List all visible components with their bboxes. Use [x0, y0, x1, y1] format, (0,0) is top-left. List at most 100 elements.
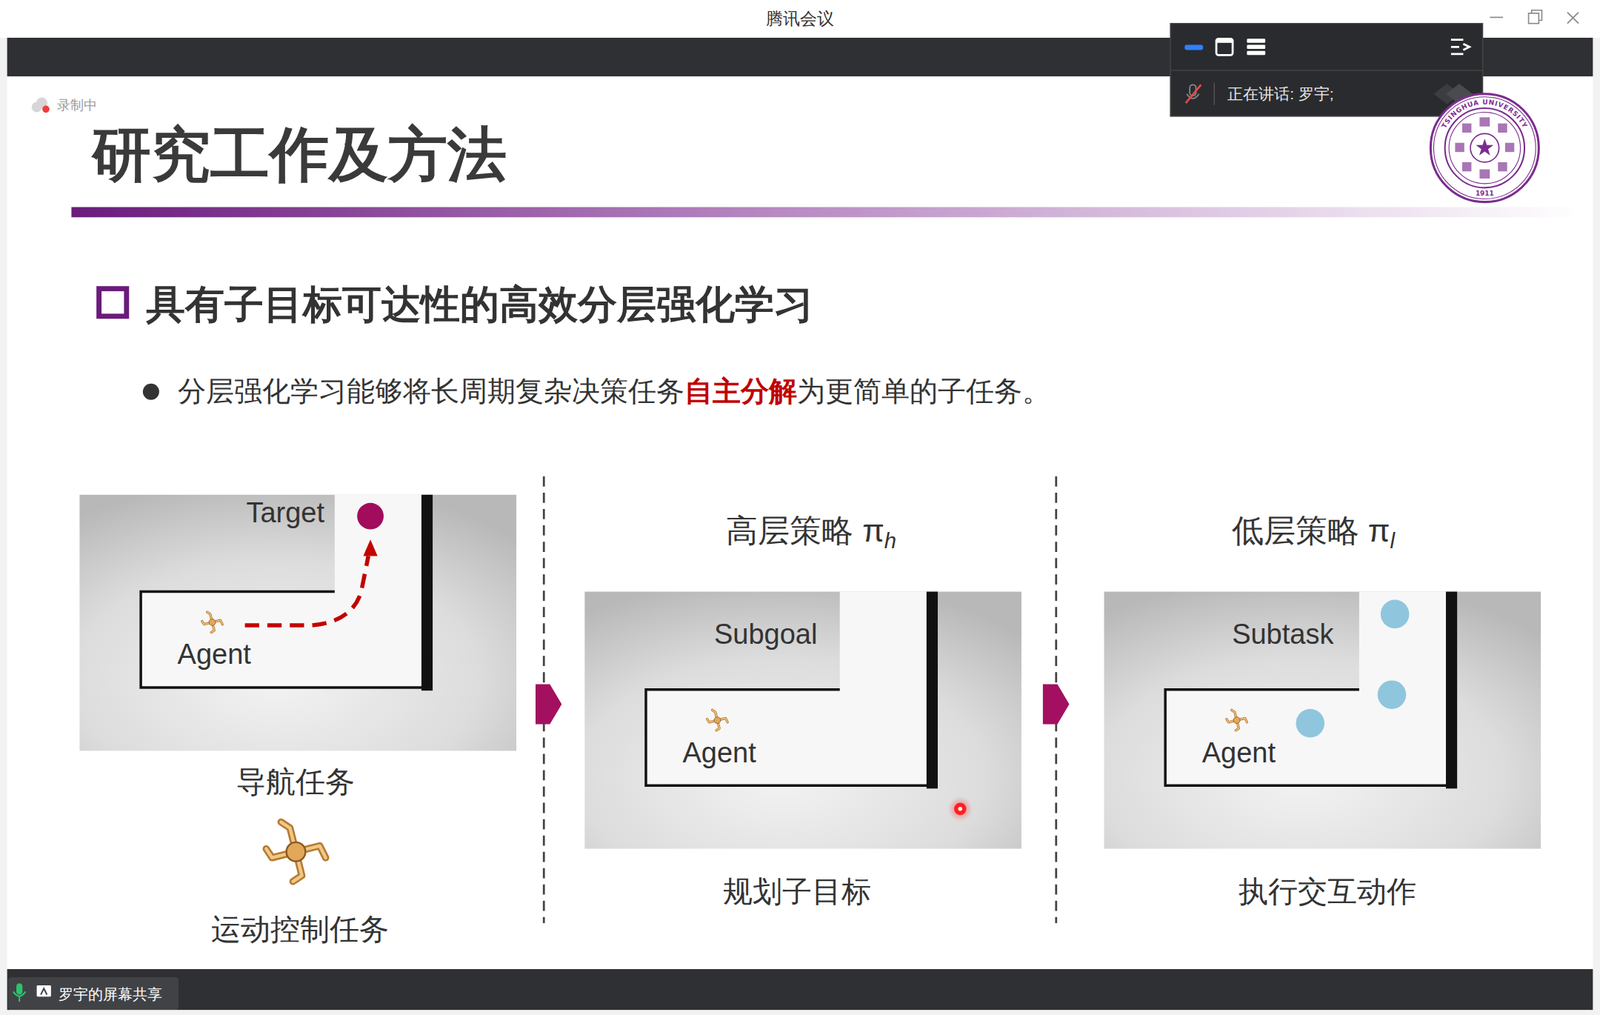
list-icon	[1246, 51, 1266, 56]
seal-star	[1475, 138, 1494, 155]
map-panel: SubtaskAgent执行交互动作低层策略 πl	[1104, 508, 1542, 914]
view-icon	[1216, 38, 1233, 43]
subgoal-glow	[948, 796, 973, 821]
policy-subscript: l	[1389, 528, 1395, 552]
seal-glyph	[1454, 142, 1464, 152]
speaker-panel	[1170, 23, 1483, 117]
restore-icon	[1528, 13, 1540, 24]
mic-icon	[13, 991, 26, 1002]
bullet-text: 为更简单的子任务。	[797, 375, 1051, 407]
seal-glyph	[1479, 169, 1490, 179]
panel-caption: 运动控制任务	[211, 911, 389, 947]
view-icon	[1184, 45, 1203, 51]
path-arrow	[245, 555, 369, 626]
panel-divider	[1170, 69, 1483, 71]
subtask-dot	[1377, 680, 1407, 709]
agent-label: Agent	[1202, 736, 1276, 771]
map-panel: TargetAgent导航任务运动控制任务	[79, 487, 517, 949]
window-title: 腾讯会议	[765, 8, 835, 30]
map-label: Subtask	[1231, 617, 1334, 652]
flow-arrow	[535, 684, 562, 725]
maze-wall	[1445, 591, 1458, 789]
agent-icon	[1226, 709, 1248, 731]
maze-wall	[1165, 689, 1452, 786]
restore-icon	[1531, 10, 1543, 21]
agent-icon-large	[265, 822, 326, 882]
panel-separator	[1214, 82, 1215, 106]
seal-glyph	[1479, 117, 1490, 126]
mute-slash	[1185, 84, 1202, 103]
panel-caption: 导航任务	[236, 763, 355, 800]
seal-year: 1911	[1475, 189, 1495, 198]
section-heading: 具有子目标可达性的高效分层强化学习	[145, 280, 814, 329]
map-panel: SubgoalAgent规划子目标高层策略 πh	[584, 508, 1022, 914]
menu-icon	[1451, 40, 1470, 55]
subtask-dot	[1295, 708, 1325, 738]
target-dot	[357, 502, 384, 530]
record-dot	[42, 105, 50, 114]
speaker-status: 正在讲话: 罗宇;	[1227, 84, 1335, 103]
seal-ring-text: TSINGHUA UNIVERSITY	[1440, 98, 1529, 130]
panel-caption: 规划子目标	[722, 873, 872, 909]
mic-icon	[16, 982, 23, 995]
policy-name: 高层策略 π	[725, 512, 885, 549]
seal-glyph	[1462, 123, 1472, 133]
seal-glyph	[1462, 162, 1472, 172]
flow-arrow	[1042, 684, 1070, 725]
heading-square	[99, 288, 127, 317]
seal-glyph	[1497, 123, 1507, 133]
seal-ring	[1470, 133, 1500, 163]
maze-corridor	[140, 494, 427, 688]
seal-ring-text: TSINGHUA UNIVERSITY	[1440, 98, 1529, 130]
maze-ground	[584, 591, 1022, 849]
close-icon	[1567, 12, 1579, 24]
slide-ground	[7, 76, 1594, 969]
share-label: 罗宇的屏幕共享	[58, 985, 163, 1003]
policy-subscript: h	[884, 528, 897, 552]
maze-ground	[1104, 591, 1542, 849]
list-icon	[1246, 45, 1266, 50]
minimize-icon	[1489, 17, 1503, 19]
subgoal-dot	[954, 802, 967, 816]
view-icon	[1216, 38, 1233, 55]
maze-wall	[926, 591, 938, 789]
maze-wall	[421, 494, 433, 691]
seal-ring	[1448, 111, 1520, 183]
seal-ring	[1433, 97, 1536, 200]
text-line: 分层强化学习能够将长周期复杂决策任务自主分解为更简单的子任务。	[177, 374, 1051, 409]
maze-panel	[584, 591, 1022, 849]
seal-glyph	[1505, 142, 1515, 152]
maze-corridor	[645, 591, 932, 786]
policy-name: 低层策略 π	[1231, 512, 1391, 549]
maze-corridor	[1165, 591, 1452, 786]
bottom-band	[7, 968, 1594, 1010]
seal-ring	[1430, 94, 1539, 203]
bullet-text: 分层强化学习能够将长周期复杂决策任务	[177, 375, 685, 407]
agent-icon	[707, 709, 729, 731]
map-label: Target	[245, 496, 325, 531]
subtask-dot	[1380, 600, 1410, 629]
maze-wall	[140, 591, 427, 688]
maze-ground	[79, 494, 517, 752]
screen-icon	[40, 988, 47, 995]
maze-panel	[79, 494, 517, 752]
bullet-dot	[142, 383, 160, 400]
slide-title: 研究工作及方法	[91, 119, 507, 191]
screen-icon	[37, 985, 52, 997]
path-arrowhead	[362, 539, 378, 556]
seal-glyph	[1497, 162, 1507, 172]
seal-text: TSINGHUA UNIVERSITY 1911	[1440, 98, 1529, 198]
emphasis-text: 自主分解	[684, 375, 798, 407]
agent-label: Agent	[682, 736, 757, 771]
seal-glyphs	[1454, 117, 1515, 179]
policy-title: 低层策略 πl	[1231, 511, 1395, 555]
maze-wall	[645, 689, 932, 786]
title-underline	[71, 207, 1582, 218]
recording-status: 录制中	[57, 97, 98, 115]
share-chip	[8, 977, 179, 1010]
university-seal: TSINGHUA UNIVERSITY 1911	[1430, 94, 1539, 203]
list-icon	[1246, 38, 1266, 43]
agent-icon	[202, 611, 223, 633]
